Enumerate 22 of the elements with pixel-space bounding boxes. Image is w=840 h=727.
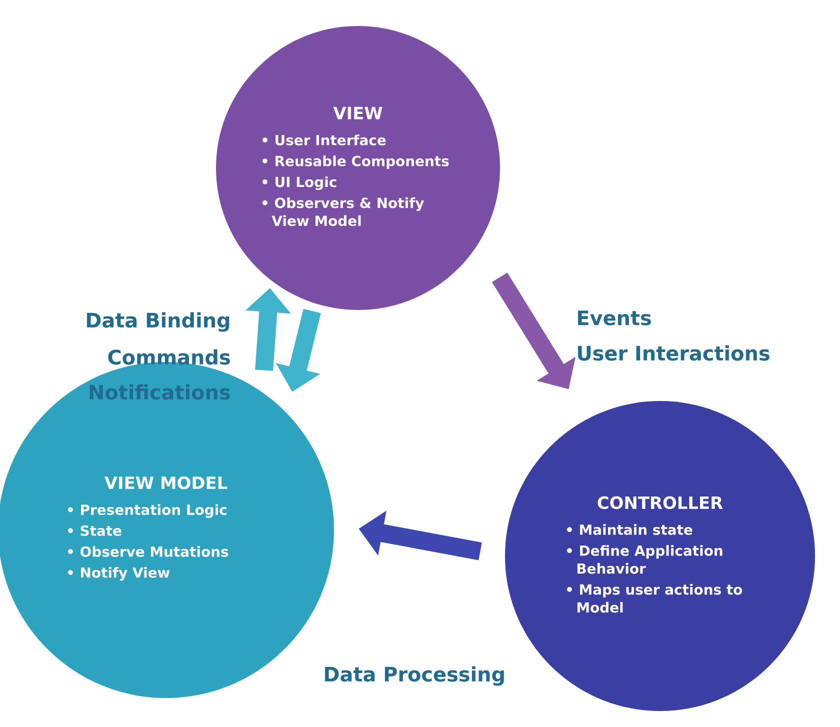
component-circle: [216, 26, 500, 310]
bullet-text: • User Interface: [262, 134, 386, 146]
annotation-text: User Interactions: [578, 345, 770, 361]
bullet-text: • Notify View: [68, 567, 170, 581]
bullet-text: • Presentation Logic: [68, 504, 226, 518]
heading: CONTROLLER: [598, 496, 723, 510]
annotation-text: Notifications: [90, 384, 230, 400]
bullet-text: • UI Logic: [262, 176, 336, 190]
heading: VIEW: [333, 106, 382, 120]
annotation-text: Data Processing: [325, 666, 504, 686]
bullet-text: • Observers & Notify View Model: [262, 197, 424, 226]
heading: VIEW MODEL: [104, 476, 228, 490]
bullet-text: • State: [68, 525, 122, 536]
annotation-text: Data Binding: [87, 312, 230, 332]
bullet-text: • Observe Mutations: [68, 546, 228, 557]
bullet-text: • Define Application Behavior: [567, 545, 722, 574]
bullet-text: • Maintain state: [567, 524, 692, 535]
bullet-text: • Reusable Components: [262, 156, 449, 169]
annotation-text: Events: [578, 310, 651, 326]
annotation-text: Commands: [108, 349, 230, 365]
component-circle: [505, 401, 815, 711]
bullet-text: • Maps user actions to Model: [567, 584, 742, 613]
